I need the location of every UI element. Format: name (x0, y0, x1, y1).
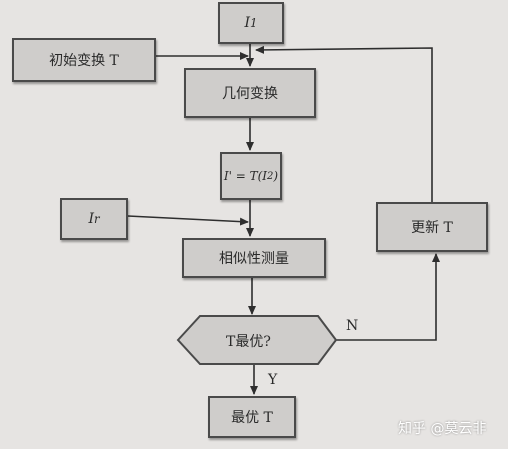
edge-label-yes: Y (268, 372, 278, 388)
watermark-text: 知乎 @莫云非 (398, 421, 487, 437)
node-similarity-measure: 相似性测量 (182, 238, 326, 278)
edge-label-no: N (346, 318, 359, 334)
node-transformed-image-sub: 2 (267, 170, 274, 182)
node-geometric-transform: 几何变换 (184, 68, 316, 118)
node-i2-sub: r (93, 212, 100, 226)
node-i1-sub: 1 (250, 16, 258, 30)
node-init-transform-label: 初始变换 T (49, 53, 119, 69)
node-transformed-image-suffix: ) (273, 169, 279, 183)
node-geometric-transform-label: 几何变换 (222, 86, 278, 102)
node-i2-label: I (88, 211, 94, 227)
node-update-t: 更新 T (376, 202, 488, 252)
edge-i2-to-similarity (127, 215, 249, 226)
edge-update-loop-back (255, 45, 433, 202)
node-similarity-measure-label: 相似性测量 (219, 251, 289, 267)
node-init-transform: 初始变换 T (12, 38, 156, 82)
node-decision-label: T最优? (226, 334, 271, 350)
node-optimal-t-label: 最优 T (231, 410, 273, 426)
node-transformed-image-label: I' = T(I (223, 169, 268, 183)
decision-node-shape (176, 315, 338, 365)
node-i1-label: I (244, 15, 251, 31)
node-optimal-t: 最优 T (208, 396, 296, 438)
edge-decision-no-to-update (334, 253, 440, 341)
node-update-t-label: 更新 T (411, 220, 453, 236)
